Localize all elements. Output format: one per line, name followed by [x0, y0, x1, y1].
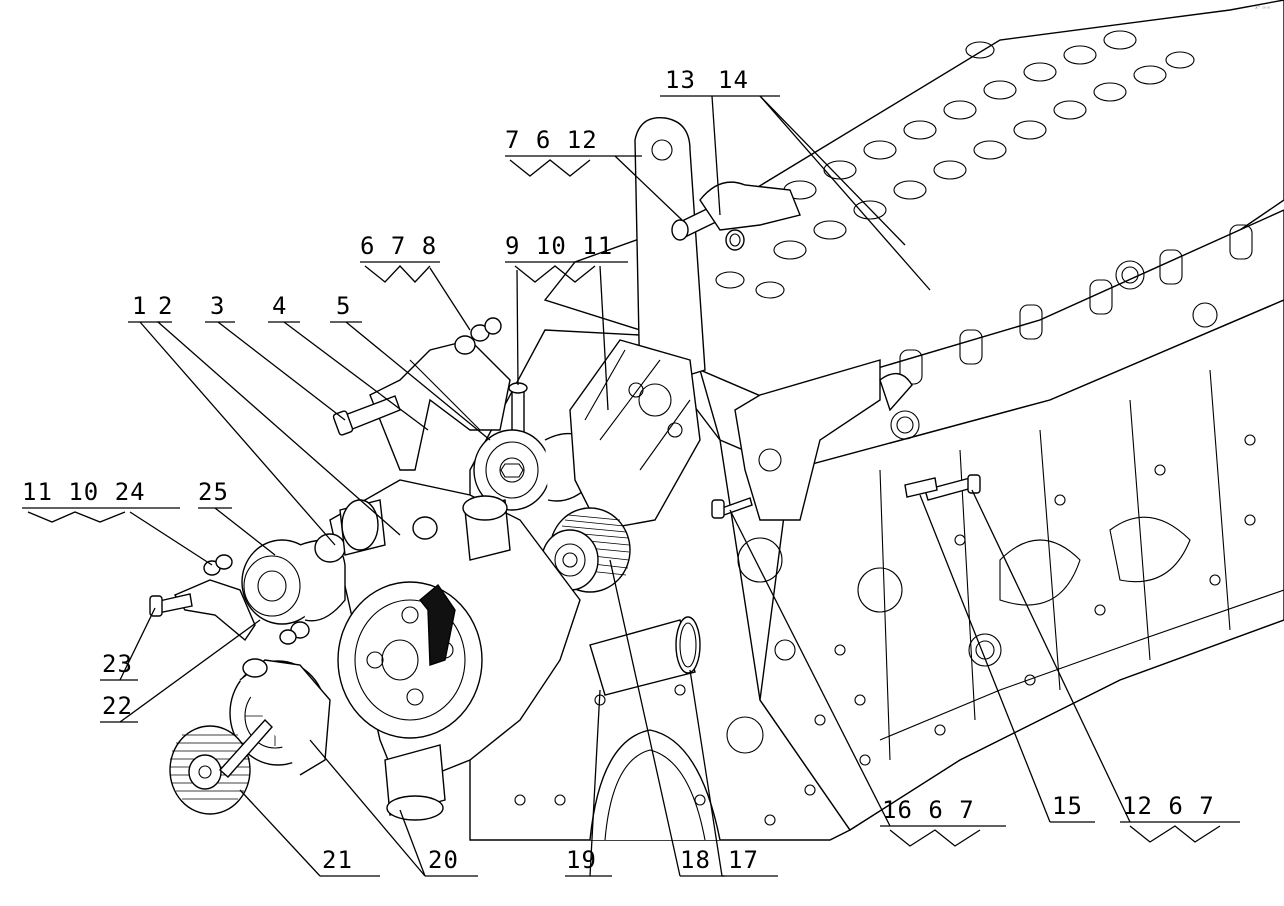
callout-25: 25 — [198, 478, 229, 506]
callout-labels: 13 14 7 6 12 6 7 8 9 10 11 1 2 3 4 5 11 … — [22, 5, 1270, 874]
callout-16-6-7: 16 6 7 — [882, 796, 975, 824]
callout-7-6-12: 7 6 12 — [505, 126, 598, 154]
callout-17: 17 — [728, 846, 759, 874]
callout-4: 4 — [272, 292, 287, 320]
callout-23: 23 — [102, 650, 133, 678]
callout-1: 1 — [132, 292, 147, 320]
corner-mark: x° ∞∞ — [1255, 5, 1270, 11]
accessory-drive-drawing — [149, 181, 981, 821]
callout-11-10-24: 11 10 24 — [22, 478, 146, 506]
callout-13: 13 — [665, 66, 696, 94]
callout-18: 18 — [680, 846, 711, 874]
callout-21: 21 — [322, 846, 353, 874]
callout-22: 22 — [102, 692, 133, 720]
callout-5: 5 — [336, 292, 351, 320]
callout-15: 15 — [1052, 792, 1083, 820]
callout-12-6-7: 12 6 7 — [1122, 792, 1215, 820]
callout-9-10-11: 9 10 11 — [505, 232, 613, 260]
callout-3: 3 — [210, 292, 225, 320]
leader-lines — [22, 95, 1240, 877]
callout-20: 20 — [428, 846, 459, 874]
callout-19: 19 — [566, 846, 597, 874]
callout-14: 14 — [718, 66, 749, 94]
callout-2: 2 — [158, 292, 173, 320]
engine-block-drawing — [469, 0, 1284, 841]
callout-6-7-8: 6 7 8 — [360, 232, 437, 260]
